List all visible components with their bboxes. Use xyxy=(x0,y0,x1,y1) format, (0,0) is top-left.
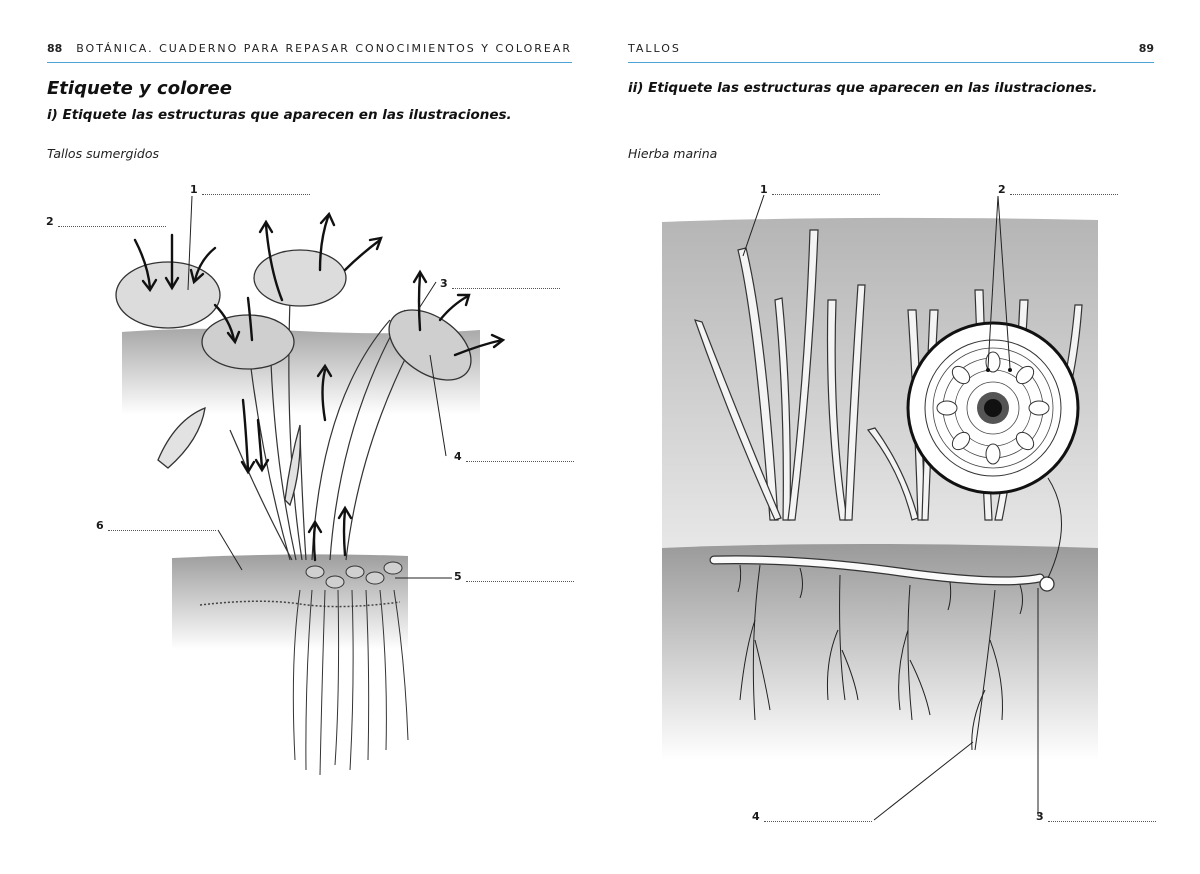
label-3-right: 3 xyxy=(1036,811,1156,822)
label-1-right: 1 xyxy=(760,184,880,195)
label-4-right: 4 xyxy=(752,811,872,822)
roots xyxy=(292,589,409,776)
page-number-right: 89 xyxy=(1138,42,1154,55)
running-head-right: TALLOS 89 xyxy=(628,42,1154,63)
instruction-left: i) Etiquete las estructuras que aparecen… xyxy=(47,107,512,123)
page-number-left: 88 xyxy=(47,42,63,55)
label-1-left: 1 xyxy=(190,184,310,195)
caption-left: Tallos sumergidos xyxy=(47,146,160,161)
instruction-right: ii) Etiquete las estructuras que aparece… xyxy=(628,80,1098,96)
label-2-left: 2 xyxy=(46,216,166,227)
label-4-left: 4 xyxy=(454,451,574,462)
roots-right xyxy=(737,564,1023,751)
sediment-layer xyxy=(662,544,1098,760)
submerged-stems-illustration xyxy=(115,195,506,776)
stem-cross-section xyxy=(906,321,1080,495)
seagrass-illustration xyxy=(662,194,1098,821)
running-title-left: BOTÁNICA. CUADERNO PARA REPASAR CONOCIMI… xyxy=(76,42,572,55)
right-page: TALLOS 89 ii) Etiquete las estructuras q… xyxy=(600,0,1200,874)
label-3-left: 3 xyxy=(440,278,560,289)
flow-arrows xyxy=(133,211,506,562)
rhizome xyxy=(710,556,1044,585)
label-2-right: 2 xyxy=(998,184,1118,195)
label-6-left: 6 xyxy=(96,520,216,531)
running-title-right: TALLOS xyxy=(628,42,681,55)
left-page: 88 BOTÁNICA. CUADERNO PARA REPASAR CONOC… xyxy=(46,42,574,776)
label-5-left: 5 xyxy=(454,571,574,582)
caption-right: Hierba marina xyxy=(628,146,718,161)
section-heading: Etiquete y coloree xyxy=(47,78,232,99)
running-head-left: 88 BOTÁNICA. CUADERNO PARA REPASAR CONOC… xyxy=(47,42,572,63)
